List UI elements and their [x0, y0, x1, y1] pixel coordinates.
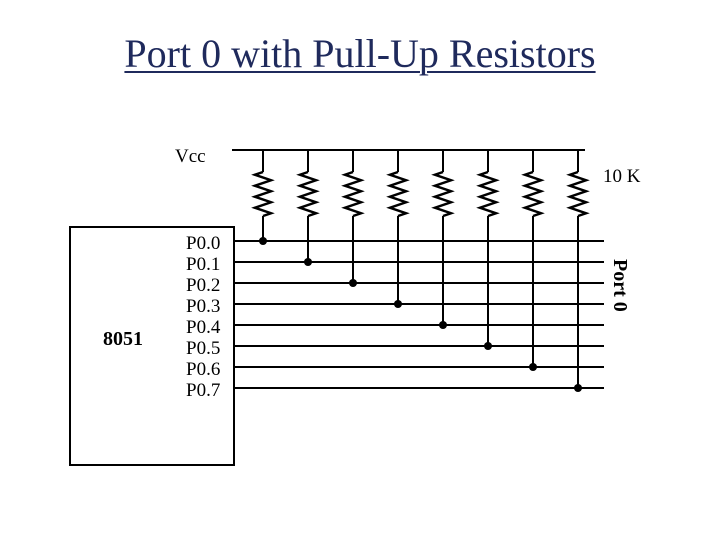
- resistor-0: [251, 170, 275, 218]
- junction-dot-7: [574, 384, 582, 392]
- pin-label-7: P0.7: [186, 380, 220, 401]
- chip-label: 8051: [103, 328, 143, 350]
- junction-dot-1: [304, 258, 312, 266]
- pull-up-resistors: [251, 150, 590, 392]
- slide-title: Port 0 with Pull-Up Resistors: [0, 30, 720, 77]
- junction-dot-6: [529, 363, 537, 371]
- junction-dot-0: [259, 237, 267, 245]
- pin-label-2: P0.2: [186, 275, 220, 296]
- pin-label-1: P0.1: [186, 254, 220, 275]
- port-wires: [234, 240, 604, 389]
- resistor-3: [386, 170, 410, 218]
- pin-label-4: P0.4: [186, 317, 221, 338]
- pin-label-6: P0.6: [186, 359, 220, 380]
- pin-label-3: P0.3: [186, 296, 220, 317]
- junction-dot-3: [394, 300, 402, 308]
- resistor-2: [341, 170, 365, 218]
- resistor-7: [566, 170, 590, 218]
- junction-dot-2: [349, 279, 357, 287]
- pin-labels: P0.0P0.1P0.2P0.3P0.4P0.5P0.6P0.7: [186, 233, 221, 401]
- resistor-value-label: 10 K: [603, 166, 641, 187]
- slide-title-text: Port 0 with Pull-Up Resistors: [124, 31, 596, 76]
- junction-dot-5: [484, 342, 492, 350]
- resistor-5: [476, 170, 500, 218]
- resistor-1: [296, 170, 320, 218]
- pin-label-5: P0.5: [186, 338, 220, 359]
- pin-label-0: P0.0: [186, 233, 220, 254]
- vcc-label: Vcc: [175, 146, 206, 167]
- resistor-4: [431, 170, 455, 218]
- resistor-6: [521, 170, 545, 218]
- junction-dot-4: [439, 321, 447, 329]
- port-label: Port 0: [609, 259, 631, 312]
